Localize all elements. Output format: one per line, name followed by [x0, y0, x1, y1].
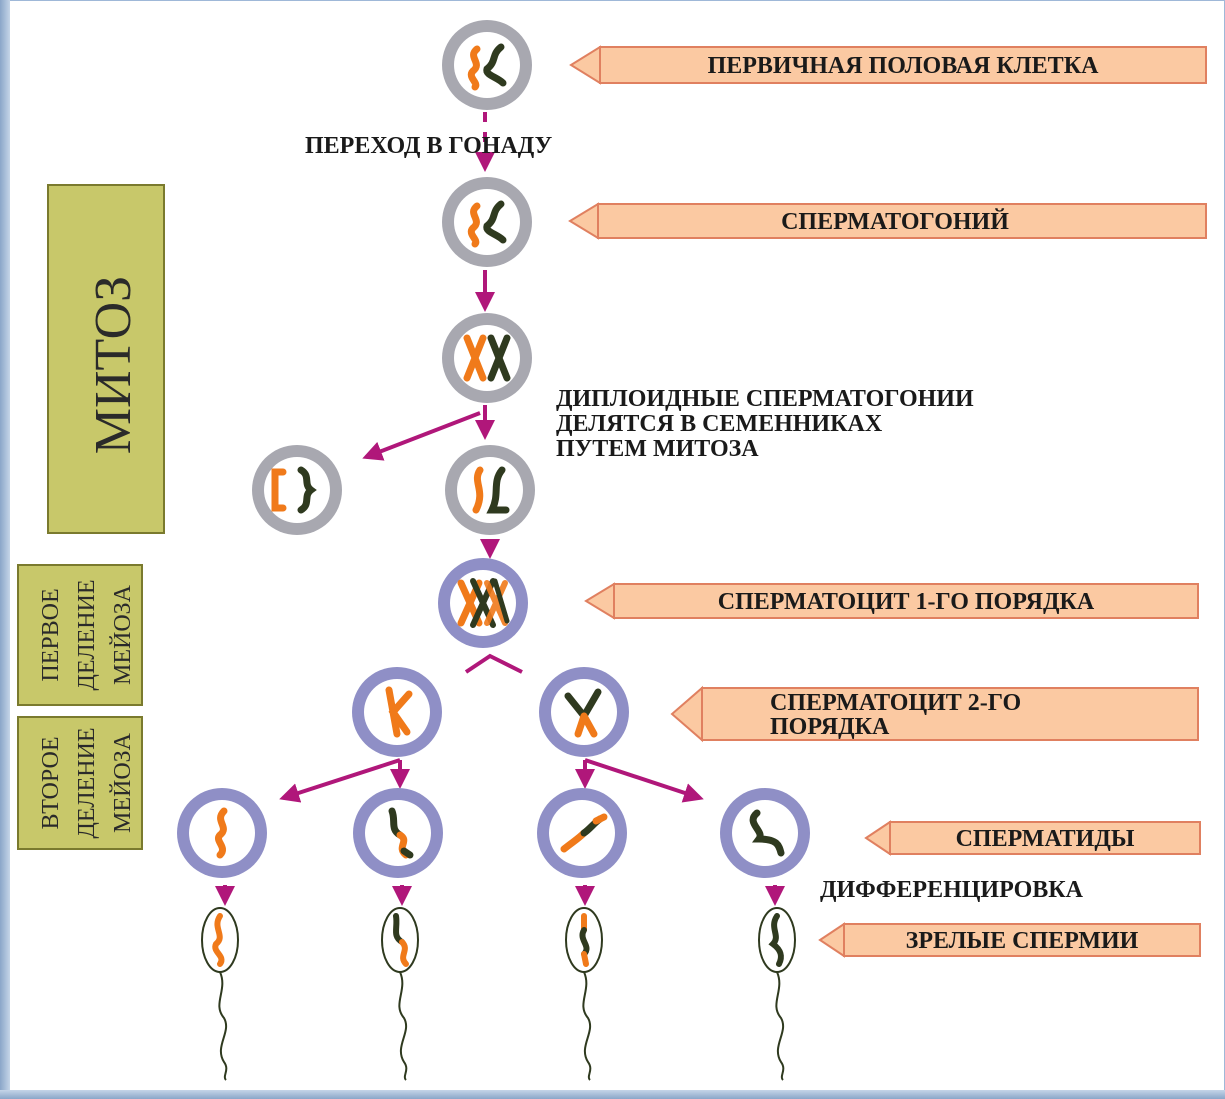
- label-spermatogonium: СПЕРМАТОГОНИЙ: [781, 209, 1009, 235]
- label-transition: ПЕРЕХОД В ГОНАДУ: [305, 133, 553, 159]
- label-differentiation: ДИФФЕРЕНЦИРОВКА: [820, 877, 1084, 903]
- primary-germ-cell: [442, 20, 532, 110]
- mature-sperm-1: [201, 907, 239, 1081]
- mitosis-stage-label: МИТОЗ: [85, 276, 142, 454]
- label-spermatocyte2-line1: СПЕРМАТОЦИТ 2-ГО: [770, 690, 1021, 716]
- spermatid-2: [353, 788, 443, 878]
- callout-primary-germ-cell: ПЕРВИЧНАЯ ПОЛОВАЯ КЛЕТКА: [569, 45, 1207, 85]
- callout-spermatocyte2: СПЕРМАТОЦИТ 2-ГО ПОРЯДКА: [670, 685, 1199, 743]
- daughter-spermatogonium-left: [252, 445, 342, 535]
- meiosis2-line1: ВТОРОЕ: [38, 737, 64, 830]
- arrow-m2-left-a: [279, 758, 401, 803]
- meiosis2-stage-box: ВТОРОЕ ДЕЛЕНИЕ МЕЙОЗА: [17, 716, 143, 850]
- mature-sperm-2: [381, 907, 419, 1081]
- label-spermatocyte1: СПЕРМАТОЦИТ 1-ГО ПОРЯДКА: [718, 589, 1095, 615]
- spermatogonium-cell: [442, 177, 532, 267]
- spermatid-3: [537, 788, 627, 878]
- meiosis1-line1: ПЕРВОЕ: [38, 588, 64, 681]
- label-diploid-line1: ДИПЛОИДНЫЕ СПЕРМАТОГОНИИ: [556, 386, 974, 412]
- spermatid-1: [177, 788, 267, 878]
- spermatid-4: [720, 788, 810, 878]
- arrows: [215, 112, 785, 906]
- callout-spermatogonium: СПЕРМАТОГОНИЙ: [568, 202, 1207, 240]
- meiosis1-line2: ДЕЛЕНИЕ: [74, 580, 100, 691]
- label-primary-germ-cell: ПЕРВИЧНАЯ ПОЛОВАЯ КЛЕТКА: [708, 53, 1100, 79]
- label-spermatocyte2-line2: ПОРЯДКА: [770, 714, 890, 740]
- mitosis-stage-box: МИТОЗ: [47, 184, 165, 534]
- arrow-meiosis1-split: [464, 653, 523, 674]
- spermatocyte1-cell: [438, 558, 528, 648]
- callout-spermatids: СПЕРМАТИДЫ: [864, 820, 1201, 856]
- label-diploid-line3: ПУТЕМ МИТОЗА: [556, 436, 759, 462]
- bottom-border-strip: [0, 1090, 1225, 1099]
- label-diploid-line2: ДЕЛЯТСЯ В СЕМЕННИКАХ: [556, 411, 883, 437]
- label-mature-sperm: ЗРЕЛЫЕ СПЕРМИИ: [906, 928, 1139, 954]
- meiosis2-line3: МЕЙОЗА: [110, 732, 136, 833]
- spermatocyte2-cell-left: [352, 667, 442, 757]
- mature-sperm-3: [565, 907, 603, 1081]
- arrow-m2-right-b: [584, 758, 704, 803]
- daughter-spermatogonium-right: [445, 445, 535, 535]
- meiosis1-stage-box: ПЕРВОЕ ДЕЛЕНИЕ МЕЙОЗА: [17, 564, 143, 706]
- meiosis1-line3: МЕЙОЗА: [110, 584, 136, 685]
- mature-sperm-4: [758, 907, 796, 1081]
- left-border-strip: [0, 0, 10, 1099]
- callout-spermatocyte1: СПЕРМАТОЦИТ 1-ГО ПОРЯДКА: [584, 582, 1199, 620]
- arrow-mitosis-left: [362, 411, 481, 461]
- dividing-spermatogonium-cell: [442, 313, 532, 403]
- callout-mature-sperm: ЗРЕЛЫЕ СПЕРМИИ: [818, 922, 1201, 958]
- spermatocyte2-cell-right: [539, 667, 629, 757]
- meiosis2-line2: ДЕЛЕНИЕ: [74, 728, 100, 839]
- label-spermatids: СПЕРМАТИДЫ: [956, 826, 1135, 852]
